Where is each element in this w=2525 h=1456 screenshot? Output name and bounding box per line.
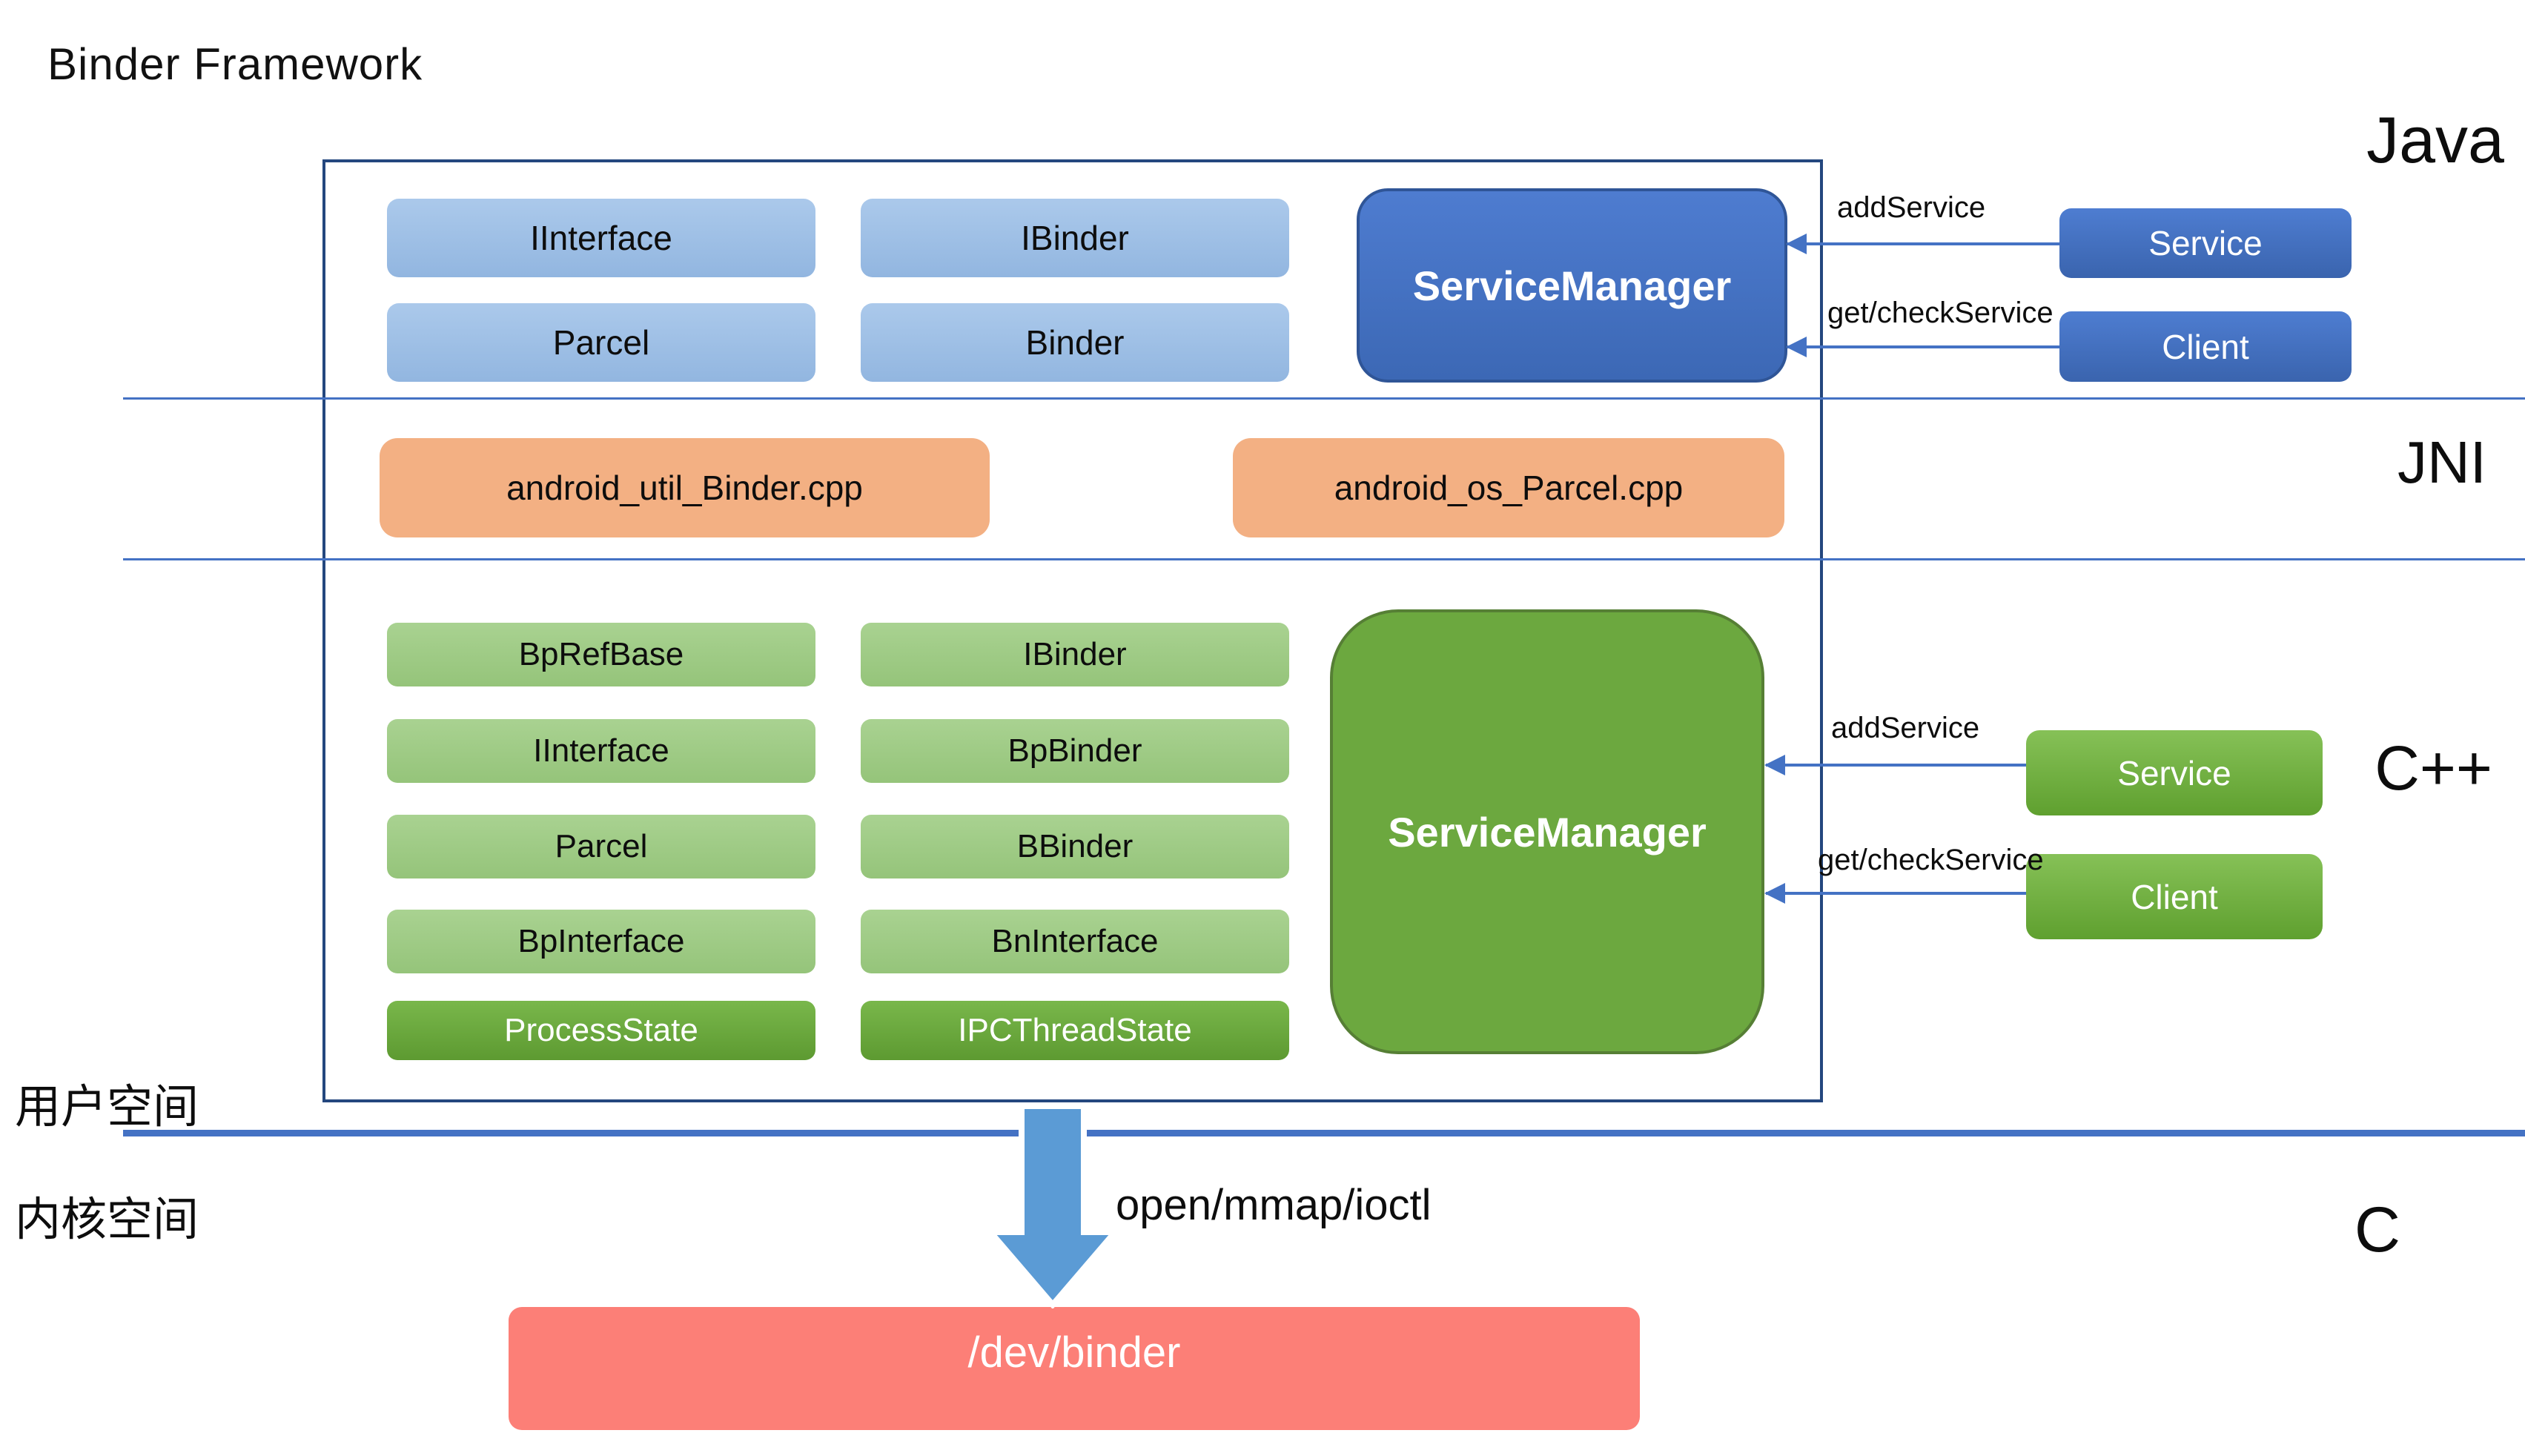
cpp-class-bpinterface: BpInterface — [387, 910, 815, 973]
cpp-class-bprefbase-label: BpRefBase — [518, 636, 684, 672]
java-class-ibinder: IBinder — [861, 199, 1289, 277]
java-addservice-label: addService — [1837, 191, 1986, 224]
java-getcheckservice-arrow — [1787, 345, 2059, 348]
java-service-manager-label: ServiceManager — [1412, 262, 1732, 309]
cpp-class-iinterface: IInterface — [387, 719, 815, 783]
cpp-service-manager: ServiceManager — [1330, 609, 1764, 1054]
cpp-class-ibinder: IBinder — [861, 623, 1289, 686]
cpp-class-bninterface: BnInterface — [861, 910, 1289, 973]
down-arrow-icon — [984, 1105, 1122, 1308]
user-space-label: 用户空间 — [15, 1082, 199, 1133]
dev-binder-box: /dev/binder — [509, 1307, 1640, 1430]
cpp-class-processstate-label: ProcessState — [504, 1012, 698, 1048]
java-class-iinterface-label: IInterface — [530, 219, 672, 257]
dev-binder-label: /dev/binder — [967, 1328, 1181, 1377]
cpp-class-bbinder: BBinder — [861, 815, 1289, 878]
cpp-class-bpbinder: BpBinder — [861, 719, 1289, 783]
cpp-addservice-arrow — [1766, 764, 2026, 767]
cpp-client-box: Client — [2026, 854, 2323, 939]
kernel-space-label: 内核空间 — [15, 1194, 199, 1245]
cpp-class-parcel: Parcel — [387, 815, 815, 878]
jni-file-android-os-parcel: android_os_Parcel.cpp — [1233, 438, 1784, 537]
java-class-parcel: Parcel — [387, 303, 815, 382]
framework-container — [322, 159, 1823, 1102]
layer-label-jni: JNI — [2397, 429, 2486, 495]
java-client-label: Client — [2162, 327, 2249, 366]
cpp-class-ipcthreadstate: IPCThreadState — [861, 1001, 1289, 1060]
syscalls-label: open/mmap/ioctl — [1116, 1181, 1432, 1229]
cpp-getcheckservice-arrow — [1766, 892, 2026, 895]
page-title: Binder Framework — [47, 39, 423, 89]
cpp-class-processstate: ProcessState — [387, 1001, 815, 1060]
java-class-binder: Binder — [861, 303, 1289, 382]
cpp-class-ibinder-label: IBinder — [1023, 636, 1127, 672]
cpp-class-ipcthreadstate-label: IPCThreadState — [958, 1012, 1192, 1048]
cpp-class-bpbinder-label: BpBinder — [1007, 732, 1142, 769]
java-service-box: Service — [2059, 208, 2352, 278]
cpp-class-bprefbase: BpRefBase — [387, 623, 815, 686]
layer-label-java: Java — [2366, 103, 2504, 176]
cpp-getcheckservice-label: get/checkService — [1818, 844, 2044, 876]
cpp-class-bbinder-label: BBinder — [1016, 828, 1134, 864]
java-class-binder-label: Binder — [1025, 323, 1125, 362]
java-client-box: Client — [2059, 311, 2352, 382]
java-service-label: Service — [2148, 224, 2263, 262]
cpp-service-label: Service — [2117, 753, 2231, 792]
layer-label-cpp: C++ — [2375, 733, 2492, 803]
cpp-client-label: Client — [2131, 877, 2218, 916]
cpp-class-bpinterface-label: BpInterface — [517, 923, 685, 959]
java-jni-separator-line — [123, 397, 2525, 400]
user-kernel-divider-line — [123, 1130, 2525, 1136]
jni-file-android-util-binder-label: android_util_Binder.cpp — [506, 469, 863, 507]
java-class-iinterface: IInterface — [387, 199, 815, 277]
cpp-class-bninterface-label: BnInterface — [991, 923, 1159, 959]
cpp-service-box: Service — [2026, 730, 2323, 815]
jni-cpp-separator-line — [123, 558, 2525, 560]
cpp-service-manager-label: ServiceManager — [1388, 808, 1707, 856]
layer-label-c: C — [2354, 1194, 2400, 1265]
java-service-manager: ServiceManager — [1357, 188, 1787, 383]
cpp-addservice-label: addService — [1831, 712, 1980, 744]
jni-file-android-util-binder: android_util_Binder.cpp — [380, 438, 990, 537]
java-class-ibinder-label: IBinder — [1021, 219, 1129, 257]
jni-file-android-os-parcel-label: android_os_Parcel.cpp — [1334, 469, 1684, 507]
java-getcheckservice-label: get/checkService — [1827, 297, 2054, 329]
cpp-class-parcel-label: Parcel — [555, 828, 648, 864]
java-class-parcel-label: Parcel — [552, 323, 650, 362]
cpp-class-iinterface-label: IInterface — [533, 732, 669, 769]
java-addservice-arrow — [1787, 242, 2059, 245]
